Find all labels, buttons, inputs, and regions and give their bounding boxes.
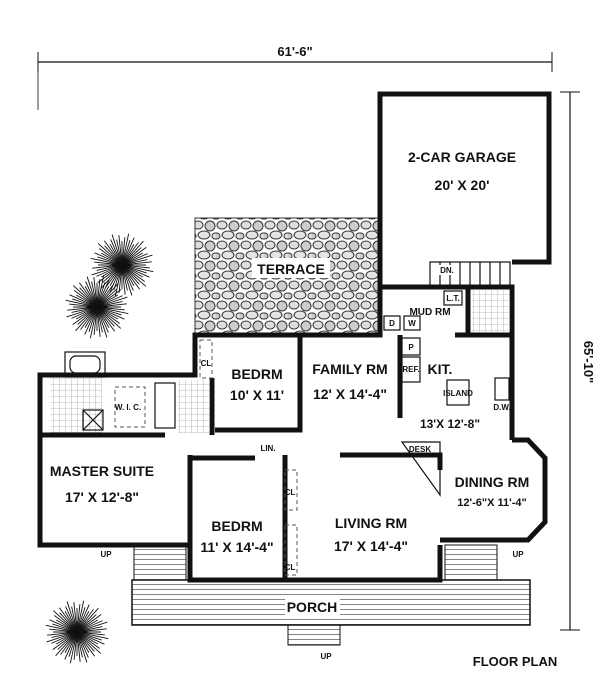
dining-room-size: 12'-6"X 11'-4": [457, 497, 526, 509]
stairs-up-label: UP: [100, 550, 112, 559]
shrub-icon: [65, 275, 129, 339]
island-label: ISLAND: [443, 389, 473, 398]
kitchen-size: 13'X 12'-8": [420, 417, 480, 431]
depth-dimension: 65'-10": [560, 91, 596, 631]
master-bath: [50, 378, 102, 433]
family-room-label: FAMILY RM: [312, 361, 387, 377]
stairs-dn-label: DN.: [440, 266, 454, 275]
hall-bath: [178, 380, 210, 433]
closet-label: CL: [285, 488, 296, 497]
bedroom1-size: 10' X 11': [230, 387, 284, 403]
wic-label: W. I. C.: [115, 403, 141, 412]
garage: 2-CAR GARAGE 20' X 20': [377, 91, 552, 265]
porch-label: PORCH: [287, 599, 338, 615]
depth-label: 65'-10": [581, 341, 596, 384]
width-dimension: 61'-6": [37, 44, 553, 110]
kitchen-label: KIT.: [428, 361, 453, 377]
master-suite-label: MASTER SUITE: [50, 463, 154, 479]
closet-label: CL: [201, 359, 212, 368]
dining-room-label: DINING RM: [455, 474, 530, 490]
closet-label: CL: [285, 563, 296, 572]
half-bath: [472, 290, 510, 332]
dishwasher-label: D.W.: [493, 403, 510, 412]
shrub-icon: [45, 600, 109, 664]
bedroom2-label: BEDRM: [211, 518, 262, 534]
stairs-down: DN.: [429, 261, 511, 288]
floor-plan-title: FLOOR PLAN: [473, 654, 558, 669]
master-suite-size: 17' X 12'-8": [65, 489, 139, 505]
bedroom1-label: BEDRM: [231, 366, 282, 382]
bathtub: [154, 382, 176, 429]
sink-icon: [494, 377, 510, 401]
garage-label: 2-CAR GARAGE: [408, 149, 516, 165]
dryer-label: D: [389, 319, 395, 328]
garage-size: 20' X 20': [435, 177, 490, 193]
pantry-label: P: [408, 343, 414, 352]
laundry-tub-label: L.T.: [446, 294, 459, 303]
washer-label: W: [408, 319, 416, 328]
linen-label: LIN.: [260, 444, 275, 453]
stairs-up-label: UP: [512, 550, 524, 559]
width-label: 61'-6": [277, 44, 312, 59]
desk-label: DESK: [409, 445, 431, 454]
living-room-size: 17' X 14'-4": [334, 538, 408, 554]
family-room-size: 12' X 14'-4": [313, 386, 387, 402]
bedroom2-size: 11' X 14'-4": [200, 539, 273, 555]
mud-room-label: MUD RM: [409, 307, 450, 318]
shrub-icon: [90, 233, 154, 297]
porch: PORCH UP UP UP: [100, 544, 531, 661]
refrigerator-label: REF.: [402, 365, 419, 374]
terrace-label: TERRACE: [257, 261, 325, 277]
shower: [82, 409, 104, 431]
living-room-label: LIVING RM: [335, 515, 407, 531]
stairs-up-label: UP: [320, 652, 332, 661]
